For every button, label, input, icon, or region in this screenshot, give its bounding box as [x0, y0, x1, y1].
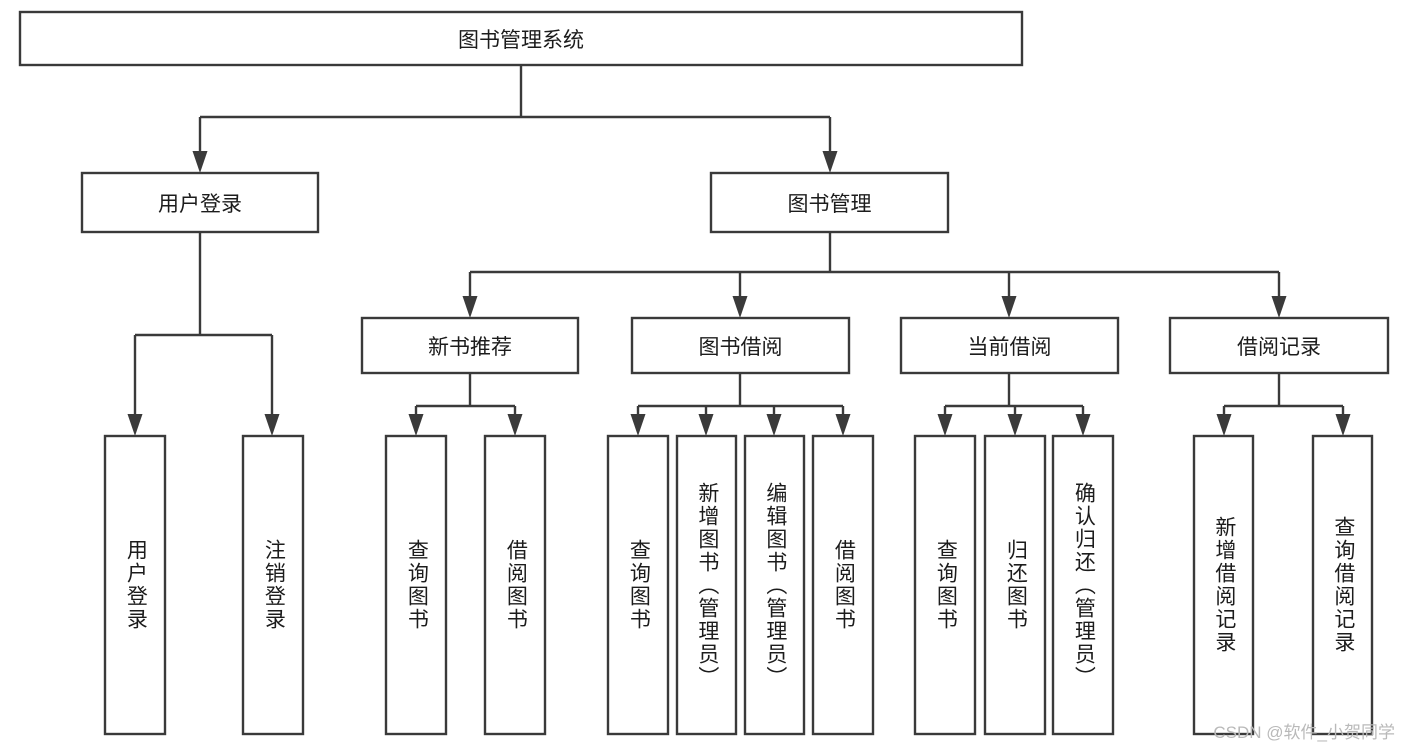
node-box-leaf-add-book-admin[interactable]	[675, 434, 738, 736]
book-management-drop-1-arrowhead	[732, 296, 748, 318]
book-borrow-drop-0-arrowhead	[630, 414, 646, 436]
node-box-book-management[interactable]	[709, 171, 950, 234]
node-box-leaf-query-book-borrow[interactable]	[606, 434, 670, 736]
new-book-drop-0-arrowhead	[408, 414, 424, 436]
node-box-leaf-user-logout[interactable]	[241, 434, 305, 736]
book-borrow-drop-2-arrowhead	[766, 414, 782, 436]
node-box-leaf-query-book-new[interactable]	[384, 434, 448, 736]
node-box-leaf-query-borrow-record[interactable]	[1311, 434, 1374, 736]
book-borrow-drop-1-arrowhead	[698, 414, 714, 436]
node-box-book-borrow[interactable]	[630, 316, 851, 375]
book-borrow-drop-3-arrowhead	[835, 414, 851, 436]
borrow-records-drop-1-arrowhead	[1335, 414, 1351, 436]
book-management-drop-2-arrowhead	[1001, 296, 1017, 318]
node-box-leaf-borrow-book[interactable]	[811, 434, 875, 736]
node-box-current-borrow[interactable]	[899, 316, 1120, 375]
node-box-leaf-borrow-book-new[interactable]	[483, 434, 547, 736]
book-management-drop-0-arrowhead	[462, 296, 478, 318]
node-box-leaf-return-book[interactable]	[983, 434, 1047, 736]
new-book-drop-1-arrowhead	[507, 414, 523, 436]
node-box-leaf-confirm-return-admin[interactable]	[1051, 434, 1115, 736]
root-drop-1-arrowhead	[822, 151, 838, 173]
current-borrow-drop-1-arrowhead	[1007, 414, 1023, 436]
current-borrow-drop-0-arrowhead	[937, 414, 953, 436]
node-box-borrow-records[interactable]	[1168, 316, 1390, 375]
node-box-user-login[interactable]	[80, 171, 320, 234]
node-box-new-book-recommend[interactable]	[360, 316, 580, 375]
node-box-leaf-user-login[interactable]	[103, 434, 167, 736]
user-login-drop-0-arrowhead	[127, 414, 143, 436]
user-login-drop-1-arrowhead	[264, 414, 280, 436]
book-management-drop-3-arrowhead	[1271, 296, 1287, 318]
node-box-root[interactable]	[18, 10, 1024, 67]
node-box-leaf-query-book-current[interactable]	[913, 434, 977, 736]
root-drop-0-arrowhead	[192, 151, 208, 173]
borrow-records-drop-0-arrowhead	[1216, 414, 1232, 436]
node-box-leaf-add-borrow-record[interactable]	[1192, 434, 1255, 736]
current-borrow-drop-2-arrowhead	[1075, 414, 1091, 436]
node-box-leaf-edit-book-admin[interactable]	[743, 434, 806, 736]
